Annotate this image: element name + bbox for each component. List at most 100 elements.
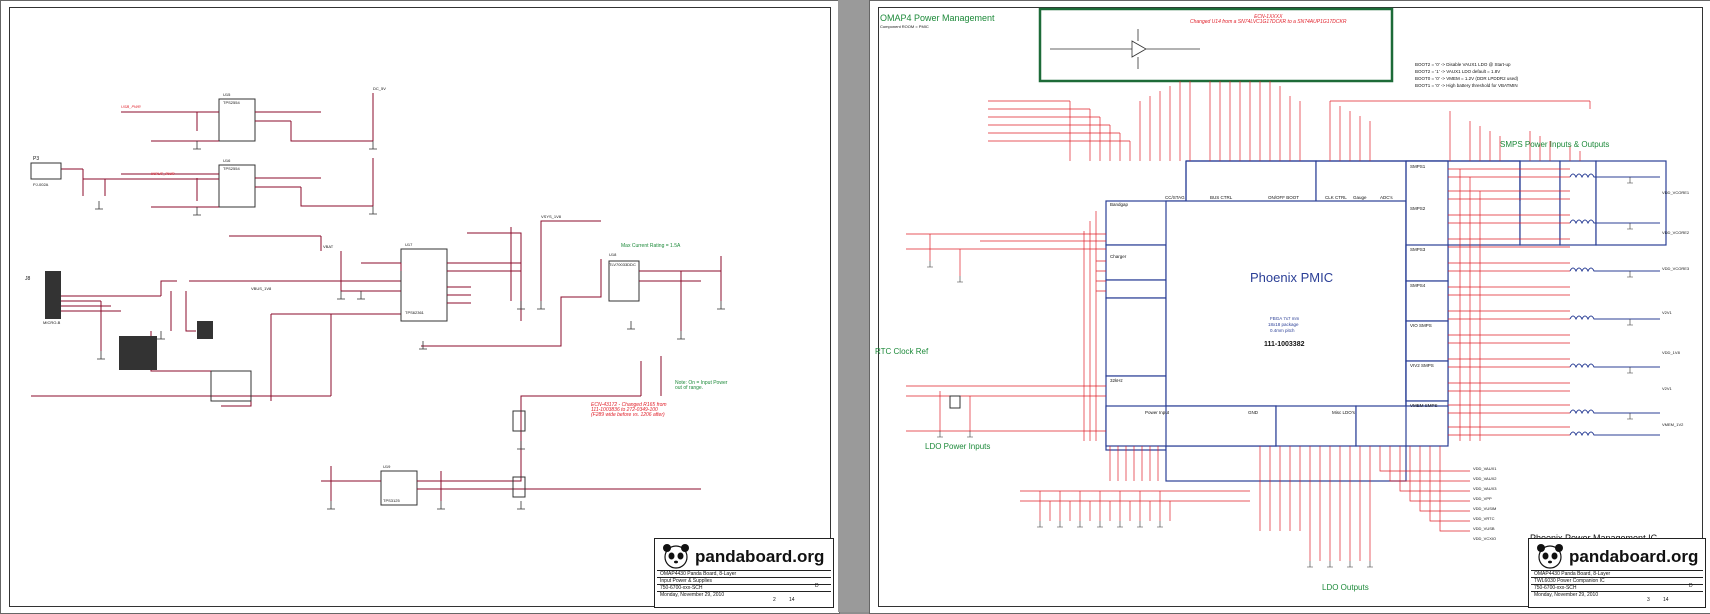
pmic-package-line-2: 18x18 package — [1268, 322, 1299, 327]
net-label-vbus1v8: VBUS_1V8 — [251, 286, 272, 291]
section-smps3: SMPS3 — [1410, 247, 1426, 252]
title-omap4-power-management: OMAP4 Power Management — [880, 13, 995, 23]
boot-note-3: BOOT0 = '0' -> VMEM = 1.2V (DDR LPDDR2 u… — [1415, 76, 1519, 81]
boot-note-2: BOOT2 = '1' -> VAUX1 LDO default = 1.8V — [1415, 69, 1501, 74]
section-vio-smps: VIO SMPS — [1410, 323, 1432, 328]
title-smps-power: SMPS Power Inputs & Outputs — [1500, 140, 1610, 149]
section-bandgap: Bandgap — [1110, 202, 1129, 207]
ldo-output-5: VDD_VUSIM — [1473, 506, 1497, 511]
section-bus-ctrl: BUS CTRL — [1210, 195, 1233, 200]
connector-j8-name: MICRO-B — [43, 320, 61, 325]
ic-u17-name: TPS62361 — [405, 310, 424, 315]
title-date: Monday, November 29, 2010 — [657, 591, 831, 598]
title-revision: D — [815, 583, 819, 589]
title-sheet-total: 14 — [1663, 597, 1669, 603]
ic-u15-name: TPS2554 — [223, 100, 240, 105]
brand-name: pandaboard.org — [695, 547, 825, 566]
ldo-output-8: VDD_VCXIO — [1473, 536, 1497, 541]
schematic-sheet-input-power: J8 MICRO-B P3 PJ-002A U15 TPS2554 U16 TP… — [0, 0, 840, 614]
pmic-package-line-3: 0.4mm pitch — [1270, 328, 1295, 333]
net-label-dc5v: DC_5V — [373, 86, 386, 91]
section-vmem-smps: VMEM SMPS — [1410, 403, 1438, 408]
title-ldo-outputs: LDO Outputs — [1322, 583, 1369, 592]
section-smps1: SMPS1 — [1410, 164, 1426, 169]
net-label-vbat: VBAT — [323, 244, 334, 249]
title-block: pandaboard.org OMAP4430 Panda Board, 8-L… — [654, 538, 834, 608]
smps-output-3: VDD_VCORE3 — [1662, 266, 1690, 271]
ldo-output-1: VDD_VAUX1 — [1473, 466, 1497, 471]
pmic-part-number: 111-1003382 — [1264, 341, 1305, 348]
ldo-output-7: VDD_VUSB — [1473, 526, 1495, 531]
title-page: Input Power & Supplies — [657, 577, 831, 584]
brand-name: pandaboard.org — [1569, 547, 1699, 566]
title-project: OMAP4430 Panda Board, 8-Layer — [657, 570, 831, 577]
ic-u18-name: TLV70033DDC — [609, 262, 636, 267]
title-doc: 750-6700-xxx-SCH — [1531, 584, 1703, 591]
title-ldo-power-inputs: LDO Power Inputs — [925, 442, 991, 451]
section-ccstag: CC/STAG — [1165, 195, 1185, 200]
net-label-input-pwr: INPUT_PWR — [151, 171, 175, 176]
section-charger: Charger — [1110, 254, 1127, 259]
smps-output-2: VDD_VCORE2 — [1662, 230, 1690, 235]
net-label-vsys1v8: VSYS_1V8 — [541, 214, 562, 219]
smps-output-7: VMEM_1V2 — [1662, 422, 1684, 427]
section-gnd: GND — [1248, 410, 1258, 415]
ldo-output-3: VDD_VAUX3 — [1473, 486, 1497, 491]
section-viv2-smps: VIV2 SMPS — [1410, 363, 1434, 368]
pmic-name: Phoenix PMIC — [1250, 270, 1334, 285]
title-doc: 750-6700-xxx-SCH — [657, 584, 831, 591]
section-misc-ldos: Misc LDO's — [1332, 410, 1355, 415]
section-onoff-boot: ON/OFF BOOT — [1268, 195, 1299, 200]
panda-logo-icon — [663, 544, 689, 569]
title-project: OMAP4430 Panda Board, 8-Layer — [1531, 570, 1703, 577]
component-room-note: Component ROOM = PMIC — [880, 24, 929, 29]
ic-u16-name: TPS2554 — [223, 166, 240, 171]
section-32khz: 32kHz — [1110, 378, 1123, 383]
title-sheet-number: 2 — [773, 597, 776, 603]
smps-output-6: V2V1 — [1662, 386, 1672, 391]
ic-u18-ref: U18 — [609, 252, 617, 257]
title-page: TWL6030 Power Companion IC — [1531, 577, 1703, 584]
title-date: Monday, November 29, 2010 — [1531, 591, 1703, 598]
smps-output-4: V2V1 — [1662, 310, 1672, 315]
title-rtc-clock-ref: RTC Clock Ref — [875, 347, 929, 356]
note-max-current: Max Current Rating = 1.5A — [621, 243, 681, 249]
section-adcs: ADC's — [1380, 195, 1393, 200]
section-smps2: SMPS2 — [1410, 206, 1426, 211]
title-sheet-total: 14 — [789, 597, 795, 603]
ic-u17-ref: U17 — [405, 242, 413, 247]
net-label-usb-pwr: USB_PWR — [121, 104, 141, 109]
panda-logo-icon — [1537, 544, 1563, 569]
connector-p3-ref: P3 — [33, 156, 40, 162]
note-ecn-u14: ECN-1XXXX Changed U14 from a SN74LVC1G17… — [1190, 14, 1347, 25]
note-input-power: Note: On = Input Power out of range. — [675, 380, 728, 391]
title-block: pandaboard.org OMAP4430 Panda Board, 8-L… — [1528, 538, 1706, 608]
smps-output-5: VDD_1V8 — [1662, 350, 1680, 355]
section-clk-ctrl: CLK CTRL — [1325, 195, 1347, 200]
ic-u16-ref: U16 — [223, 158, 231, 163]
ldo-output-6: VDD_VRTC — [1473, 516, 1495, 521]
note-ecn-43172: ECN-43172 - Changed R165 from 111-100383… — [591, 402, 667, 418]
connector-j8-ref: J8 — [25, 276, 31, 282]
connector-p3-name: PJ-002A — [33, 182, 49, 187]
schematic-sheet-phoenix-pmic: OMAP4 Power Management Component ROOM = … — [869, 0, 1710, 614]
boot-note-1: BOOT2 = '0' -> Disable VAUX1 LDO @ Start… — [1415, 62, 1511, 67]
smps-output-1: VDD_VCORE1 — [1662, 190, 1690, 195]
schematic-wiring-pmic — [906, 7, 1667, 568]
sheet-border — [9, 7, 831, 607]
section-smps4: SMPS4 — [1410, 283, 1426, 288]
viewer-gap — [838, 0, 869, 612]
schematic-wiring-input-power — [30, 93, 725, 510]
section-gauge: Gauge — [1353, 195, 1367, 200]
boot-note-4: BOOT1 = '0' -> High battery threshold fo… — [1415, 83, 1518, 88]
ldo-output-2: VDD_VAUX2 — [1473, 476, 1497, 481]
sheet-border — [878, 7, 1703, 607]
ic-u19-ref: U19 — [383, 464, 391, 469]
title-revision: D — [1689, 583, 1693, 589]
title-sheet-number: 3 — [1647, 597, 1650, 603]
pmic-package-line-1: FBGA 7x7 mm — [1270, 316, 1300, 321]
section-power-input: Power Input — [1145, 410, 1170, 415]
ic-u15-ref: U15 — [223, 92, 231, 97]
ldo-output-4: VDD_VPP — [1473, 496, 1492, 501]
ic-u19-name: TPS3125 — [383, 498, 400, 503]
